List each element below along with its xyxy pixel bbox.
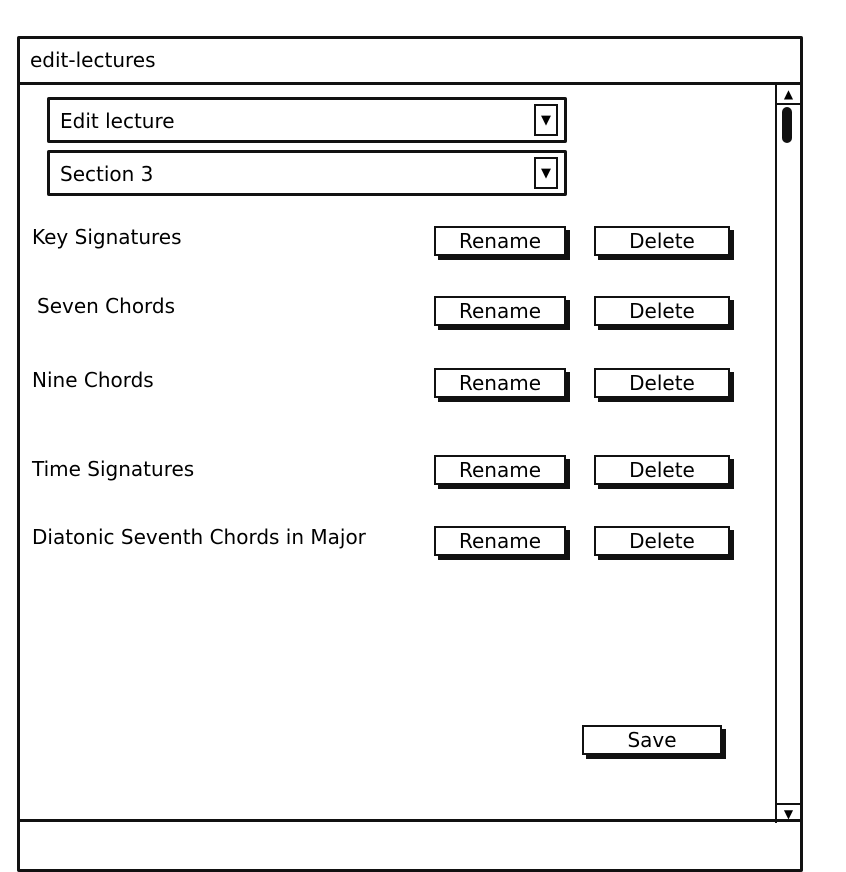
triangle-down-icon[interactable]: ▼ bbox=[777, 803, 800, 823]
dropdown-value: Edit lecture bbox=[60, 109, 175, 133]
rename-button[interactable]: Rename bbox=[434, 455, 566, 485]
status-bar bbox=[20, 819, 800, 869]
scrollbar-thumb[interactable] bbox=[782, 107, 792, 143]
lecture-name: Nine Chords bbox=[32, 368, 154, 392]
triangle-up-icon[interactable]: ▲ bbox=[777, 85, 800, 105]
save-button[interactable]: Save bbox=[582, 725, 722, 755]
delete-button[interactable]: Delete bbox=[594, 226, 730, 256]
lecture-name: Time Signatures bbox=[32, 457, 195, 481]
title-bar: edit-lectures bbox=[20, 39, 800, 85]
dropdown-value: Section 3 bbox=[60, 162, 154, 186]
rename-button[interactable]: Rename bbox=[434, 226, 566, 256]
lecture-name: Seven Chords bbox=[37, 294, 176, 318]
delete-button[interactable]: Delete bbox=[594, 455, 730, 485]
chevron-down-icon[interactable]: ▼ bbox=[534, 157, 558, 189]
chevron-down-icon[interactable]: ▼ bbox=[534, 104, 558, 136]
edit-lectures-window: edit-lectures Edit lecture ▼ Section 3 ▼… bbox=[17, 36, 803, 872]
rename-button[interactable]: Rename bbox=[434, 368, 566, 398]
lecture-row: Nine Chords Rename Delete bbox=[20, 364, 760, 398]
delete-button[interactable]: Delete bbox=[594, 368, 730, 398]
lecture-row: Time Signatures Rename Delete bbox=[20, 453, 760, 487]
delete-button[interactable]: Delete bbox=[594, 526, 730, 556]
window-title: edit-lectures bbox=[30, 48, 156, 72]
section-dropdown[interactable]: Section 3 ▼ bbox=[47, 150, 567, 196]
content-area: Edit lecture ▼ Section 3 ▼ Key Signature… bbox=[20, 85, 778, 823]
rename-button[interactable]: Rename bbox=[434, 526, 566, 556]
lecture-row: Key Signatures Rename Delete bbox=[20, 221, 760, 256]
lecture-name: Key Signatures bbox=[32, 225, 182, 249]
vertical-scrollbar[interactable]: ▲ ▼ bbox=[775, 85, 800, 823]
delete-button[interactable]: Delete bbox=[594, 296, 730, 326]
lecture-row: Seven Chords Rename Delete bbox=[20, 290, 760, 326]
lecture-name: Diatonic Seventh Chords in Major bbox=[32, 525, 366, 549]
rename-button[interactable]: Rename bbox=[434, 296, 566, 326]
lecture-row: Diatonic Seventh Chords in Major Rename … bbox=[20, 521, 760, 556]
lecture-action-dropdown[interactable]: Edit lecture ▼ bbox=[47, 97, 567, 143]
